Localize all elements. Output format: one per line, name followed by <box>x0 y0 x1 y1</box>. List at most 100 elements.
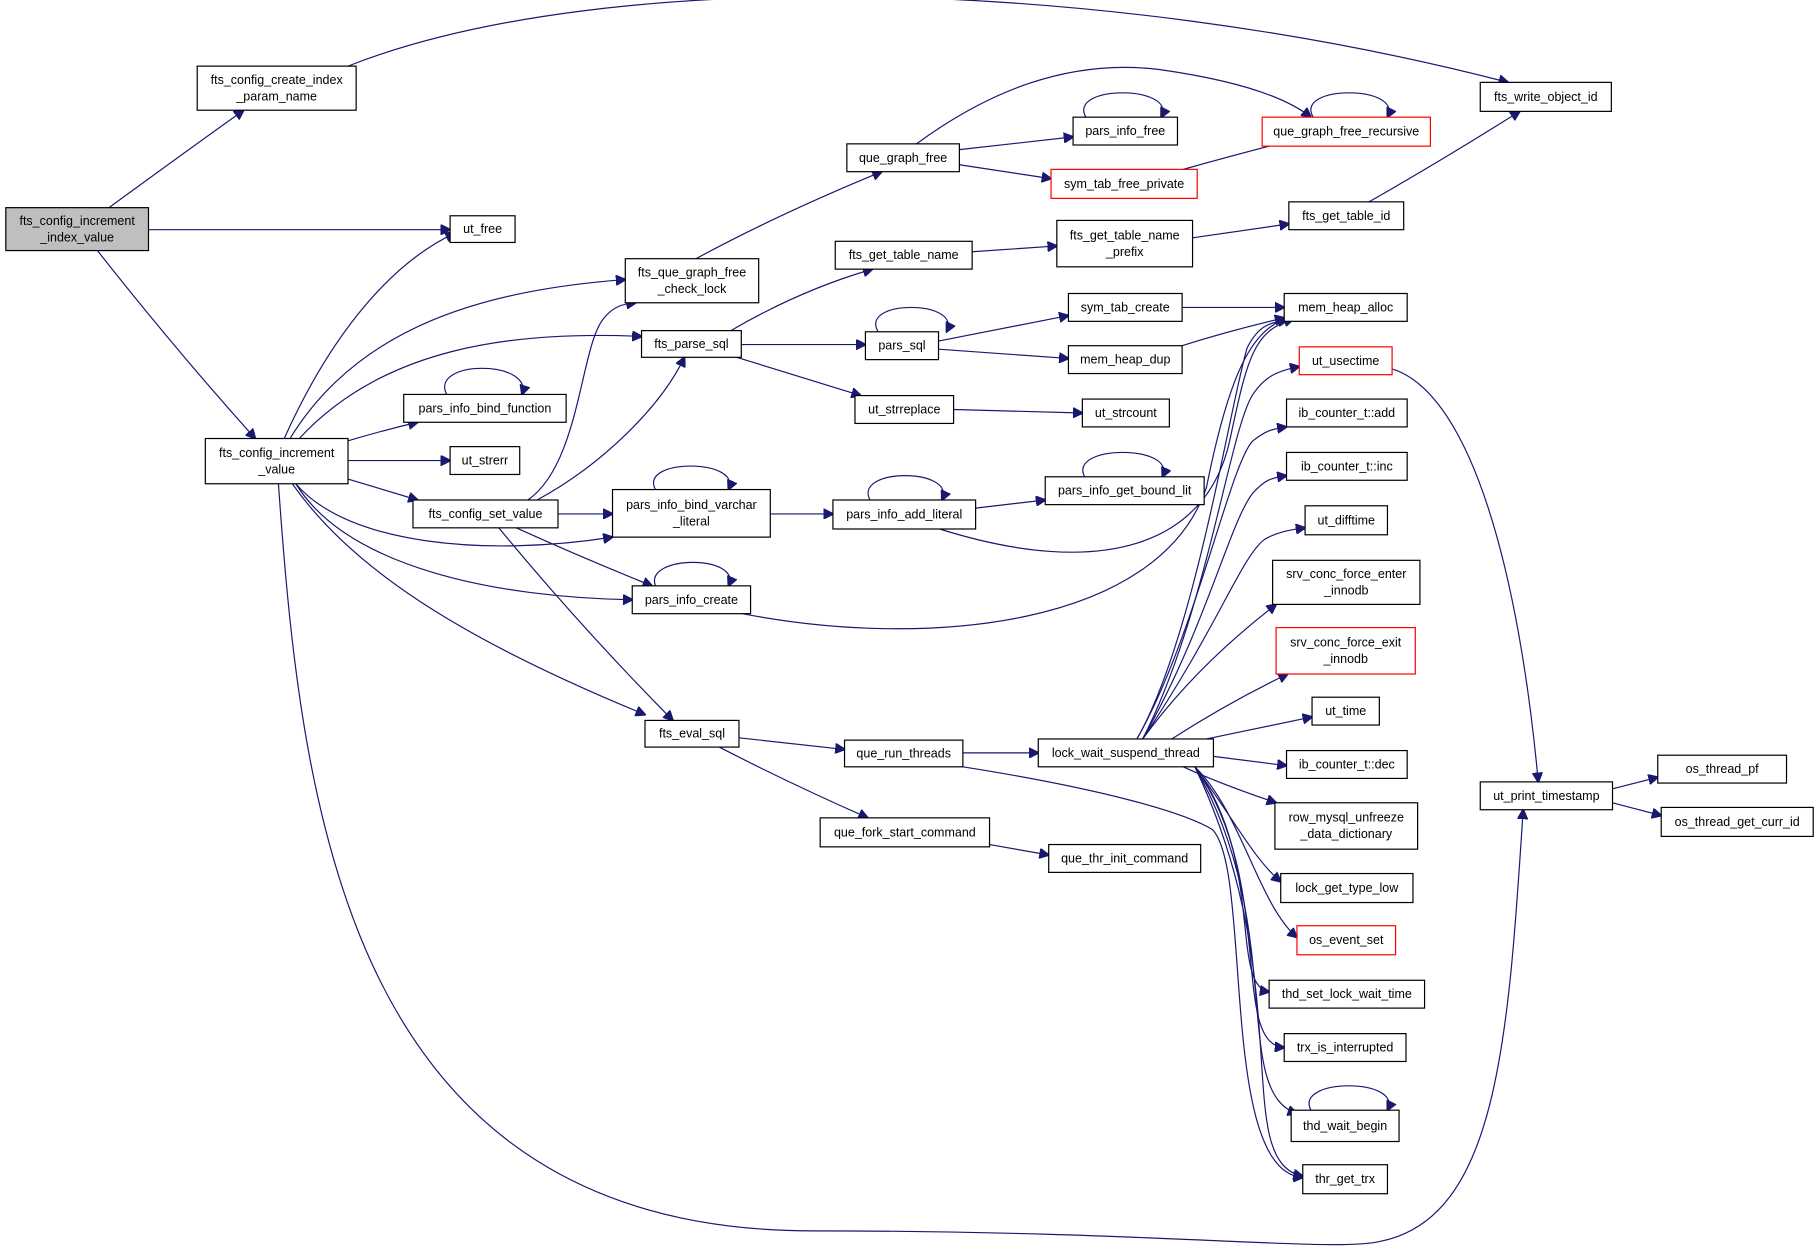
edge-n12-n12 <box>654 562 729 585</box>
node-ib-counter-t-add[interactable]: ib_counter_t::add <box>1285 398 1408 428</box>
edge-n7-n16 <box>731 269 873 330</box>
edge-n17-n27 <box>939 316 1069 342</box>
node-label: que_graph_free_recursive <box>1273 125 1419 139</box>
edge-n26-n5 <box>1369 111 1520 201</box>
node-sym-tab-create[interactable]: sym_tab_create <box>1067 292 1183 322</box>
node-ut-strcount[interactable]: ut_strcount <box>1081 398 1170 428</box>
node-fts-eval-sql[interactable]: fts_eval_sql <box>644 719 740 748</box>
node-label: pars_info_free <box>1085 124 1165 138</box>
node-label: ut_difftime <box>1318 513 1375 527</box>
edge-n32-n34 <box>1143 367 1300 739</box>
node-pars-info-create[interactable]: pars_info_create <box>631 585 752 615</box>
edge-n24-n24 <box>1311 93 1389 117</box>
edge-n8-n8 <box>445 368 523 394</box>
node-srv-conc-force-exit-innodb[interactable]: srv_conc_force_exit_innodb <box>1275 627 1416 675</box>
node-pars-info-bind-function[interactable]: pars_info_bind_function <box>403 393 567 423</box>
node-label: _check_lock <box>657 282 728 296</box>
node-que-fork-start-command[interactable]: que_fork_start_command <box>819 817 991 848</box>
edge-n18-n30 <box>954 410 1083 413</box>
edge-n11-n11 <box>653 466 729 489</box>
node-label: fts_write_object_id <box>1494 90 1598 104</box>
node-label: lock_get_type_low <box>1295 881 1399 895</box>
edge-n10-n7 <box>537 357 684 500</box>
node-label: ib_counter_t::add <box>1299 406 1396 420</box>
node-thd-wait-begin[interactable]: thd_wait_begin <box>1290 1109 1400 1143</box>
node-trx-is-interrupted[interactable]: trx_is_interrupted <box>1283 1033 1407 1063</box>
node-fts-get-table-id[interactable]: fts_get_table_id <box>1288 201 1405 231</box>
edge-n2-n5 <box>348 0 1508 82</box>
edge-n19-n19 <box>868 476 943 500</box>
node-label: _param_name <box>235 89 317 103</box>
edge-n15-n22 <box>959 137 1073 150</box>
node-os-event-set[interactable]: os_event_set <box>1296 925 1397 956</box>
node-label: fts_config_create_index <box>211 73 344 87</box>
node-lock-wait-suspend-thread[interactable]: lock_wait_suspend_thread <box>1037 738 1215 768</box>
node-fts-config-set-value[interactable]: fts_config_set_value <box>412 499 559 529</box>
node-mem-heap-alloc[interactable]: mem_heap_alloc <box>1283 292 1408 322</box>
node-lock-get-type-low[interactable]: lock_get_type_low <box>1280 872 1414 904</box>
node-pars-info-bind-varchar-literal[interactable]: pars_info_bind_varchar_literal <box>611 488 771 538</box>
node-pars-info-add-literal[interactable]: pars_info_add_literal <box>832 499 977 530</box>
node-srv-conc-force-enter-innodb[interactable]: srv_conc_force_enter _innodb <box>1272 559 1421 605</box>
node-fts-que-graph-free-check-lock[interactable]: fts_que_graph_free_check_lock <box>624 258 760 304</box>
node-fts-get-table-name-prefix[interactable]: fts_get_table_name_prefix <box>1056 219 1194 268</box>
node-ut-free[interactable]: ut_free <box>449 215 516 244</box>
node-mem-heap-dup[interactable]: mem_heap_dup <box>1067 345 1183 375</box>
node-label: _innodb <box>1323 584 1369 598</box>
edge-n32-n42 <box>1183 767 1276 803</box>
node-que-run-threads[interactable]: que_run_threads <box>843 739 964 768</box>
node-label: srv_conc_force_enter <box>1286 567 1406 581</box>
node-que-graph-free[interactable]: que_graph_free <box>846 143 960 173</box>
node-label: ut_strerr <box>462 454 509 468</box>
node-ut-strreplace[interactable]: ut_strreplace <box>854 394 955 425</box>
node-label: pars_info_add_literal <box>846 507 962 521</box>
node-label: trx_is_interrupted <box>1297 1041 1394 1055</box>
node-fts-config-increment-value[interactable]: fts_config_increment_value <box>204 437 349 485</box>
node-ib-counter-t-inc[interactable]: ib_counter_t::inc <box>1285 451 1408 481</box>
node-os-thread-pf[interactable]: os_thread_pf <box>1657 754 1788 784</box>
node-pars-sql[interactable]: pars_sql <box>864 331 940 361</box>
node-label: ut_usectime <box>1312 354 1379 368</box>
node-pars-info-free[interactable]: pars_info_free <box>1072 116 1179 146</box>
edge-n21-n33 <box>990 845 1049 855</box>
edge-n19-n28 <box>940 319 1294 552</box>
node-os-thread-get-curr-id[interactable]: os_thread_get_curr_id <box>1660 806 1814 838</box>
node-thr-get-trx[interactable]: thr_get_trx <box>1302 1164 1389 1195</box>
node-ut-print-timestamp[interactable]: ut_print_timestamp <box>1479 781 1614 811</box>
edge-n4-n3 <box>284 233 455 438</box>
node-fts-parse-sql[interactable]: fts_parse_sql <box>640 330 742 358</box>
node-ib-counter-t-dec[interactable]: ib_counter_t::dec <box>1285 749 1408 780</box>
node-row-mysql-unfreeze-data-dictionary[interactable]: row_mysql_unfreeze_data_dictionary <box>1274 802 1419 850</box>
node-label: srv_conc_force_exit <box>1290 636 1402 650</box>
node-ut-strerr[interactable]: ut_strerr <box>449 446 521 476</box>
node-que-thr-init-command[interactable]: que_thr_init_command <box>1048 843 1202 873</box>
edge-n4-n7 <box>299 335 641 438</box>
node-label: sym_tab_free_private <box>1064 177 1184 191</box>
edge-n10-n6 <box>528 303 636 500</box>
node-fts-get-table-name[interactable]: fts_get_table_name <box>834 240 973 270</box>
edge-n32-n37 <box>1143 528 1305 739</box>
edge-n32-n44 <box>1195 767 1297 938</box>
edge-n32-n45 <box>1195 767 1269 992</box>
node-label: _data_dictionary <box>1299 827 1392 841</box>
edge-n32-n35 <box>1137 427 1287 739</box>
node-label: fts_get_table_name <box>849 248 959 262</box>
node-ut-usectime[interactable]: ut_usectime <box>1298 346 1393 376</box>
node-fts-config-increment-index-value[interactable]: fts_config_increment_index_value <box>5 207 150 252</box>
node-label: ib_counter_t::inc <box>1301 459 1393 473</box>
node-label: thd_wait_begin <box>1303 1119 1387 1133</box>
node-fts-config-create-index-param-name[interactable]: fts_config_create_index _param_name <box>196 65 357 111</box>
node-pars-info-get-bound-lit[interactable]: pars_info_get_bound_lit <box>1044 476 1205 506</box>
node-thd-set-lock-wait-time[interactable]: thd_set_lock_wait_time <box>1268 979 1426 1009</box>
nodes-layer: fts_config_increment_index_value fts_conf… <box>5 65 1814 1195</box>
node-sym-tab-free-private[interactable]: sym_tab_free_private <box>1050 168 1198 199</box>
edge-n16-n25 <box>972 246 1057 252</box>
node-label: os_event_set <box>1309 933 1384 947</box>
edge-n13-n20 <box>739 738 845 750</box>
node-ut-time[interactable]: ut_time <box>1311 696 1380 726</box>
node-fts-write-object-id[interactable]: fts_write_object_id <box>1479 81 1612 112</box>
edge-n4-n13 <box>292 484 645 715</box>
node-ut-difftime[interactable]: ut_difftime <box>1304 505 1389 536</box>
node-que-graph-free-recursive[interactable]: que_graph_free_recursive <box>1261 116 1431 147</box>
